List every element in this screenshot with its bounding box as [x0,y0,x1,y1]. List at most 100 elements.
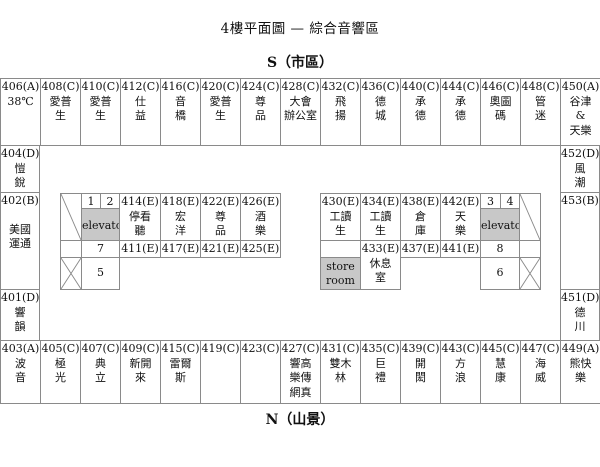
booth-425[interactable]: 425(E) [240,240,281,258]
booth-name: 奧圖 碼 [489,94,512,123]
booth-427[interactable]: 427(C)響高 樂傳 網真 [280,340,321,404]
booth-name: 波 音 [15,356,26,385]
south-label: S（市區） [266,55,334,71]
booth-id: 447(C) [521,342,560,355]
booth-name: 愛普 生 [89,94,112,123]
booth-446[interactable]: 446(C)奧圖 碼 [480,78,521,146]
booth-441[interactable]: 441(E) [440,240,481,258]
blank-cell [519,240,541,258]
booth-417[interactable]: 417(E) [160,240,201,258]
booth-416[interactable]: 416(C)音 橋 [160,78,201,146]
booth-408[interactable]: 408(C)愛普 生 [40,78,81,146]
booth-424[interactable]: 424(C)尊 品 [240,78,281,146]
booth-name: 承 德 [415,94,426,123]
booth-445[interactable]: 445(C)慧 康 [480,340,521,404]
booth-name: 典 立 [95,356,106,385]
booth-428[interactable]: 428(C)大會 辦公室 [280,78,321,146]
booth-name: 愛普 生 [209,94,232,123]
booth-450[interactable]: 450(A)谷津 & 天樂 [560,78,600,146]
booth-453[interactable]: 453(B) [560,192,600,290]
booth-448[interactable]: 448(C)管 迷 [520,78,561,146]
blocked-cell [60,193,82,241]
booth-440[interactable]: 440(C)承 德 [400,78,441,146]
elevator-right: elevator [480,208,520,241]
booth-name: 熊快 樂 [569,356,592,385]
booth-409[interactable]: 409(C)新開 來 [120,340,161,404]
booth-432[interactable]: 432(C)飛 揚 [320,78,361,146]
booth-id: 432(C) [321,80,360,93]
booth-402[interactable]: 402(B) 美國 運通 [0,192,40,290]
booth-id: 435(C) [361,342,400,355]
booth-410[interactable]: 410(C)愛普 生 [80,78,121,146]
booth-423[interactable]: 423(C) [240,340,281,404]
booth-name: 飛 揚 [335,94,346,123]
cell-5: 5 [81,257,120,290]
booth-id: 445(C) [481,342,520,355]
booth-419[interactable]: 419(C) [200,340,241,404]
booth-name: 方 浪 [455,356,466,385]
cell-6: 6 [480,257,520,290]
booth-id: 405(C) [41,342,80,355]
booth-421[interactable]: 421(E) [200,240,241,258]
booth-name: 管 迷 [535,94,546,123]
booth-403[interactable]: 403(A)波 音 [0,340,41,404]
booth-id: 423(C) [241,342,280,355]
booth-id: 412(C) [121,80,160,93]
booth-447[interactable]: 447(C)海 威 [520,340,561,404]
booth-name: 大會 辦公室 [284,94,317,123]
booth-415[interactable]: 415(C)雷爾 斯 [160,340,201,404]
booth-418[interactable]: 418(E) 宏 洋 [160,193,201,241]
booth-439[interactable]: 439(C)開 閎 [400,340,441,404]
booth-411[interactable]: 411(E) [119,240,161,258]
booth-id: 420(C) [201,80,240,93]
booth-id: 415(C) [161,342,200,355]
cell-2: 2 [100,193,120,209]
booth-438[interactable]: 438(E) 倉 庫 [400,193,441,241]
store-room: store room [320,257,361,290]
booth-443[interactable]: 443(C)方 浪 [440,340,481,404]
booth-430[interactable]: 430(E) 工讀 生 [320,193,361,241]
booth-435[interactable]: 435(C)巨 禮 [360,340,401,404]
booth-id: 427(C) [281,342,320,355]
booth-405[interactable]: 405(C)極 光 [40,340,81,404]
blank-cell [320,240,361,258]
booth-401[interactable]: 401(D) 響 韻 [0,289,40,341]
cell-4: 4 [500,193,520,209]
booth-451[interactable]: 451(D) 德 川 [560,289,600,341]
booth-442[interactable]: 442(E) 天 樂 [440,193,481,241]
booth-407[interactable]: 407(C)典 立 [80,340,121,404]
cell-7: 7 [81,240,120,258]
booth-431[interactable]: 431(C)雙木 林 [320,340,361,404]
north-label: N（山景） [265,412,335,428]
booth-437[interactable]: 437(E) [400,240,441,258]
booth-id: 450(A) [561,80,600,93]
booth-420[interactable]: 420(C)愛普 生 [200,78,241,146]
booth-name: 谷津 & 天樂 [569,94,592,137]
booth-444[interactable]: 444(C)承 德 [440,78,481,146]
booth-436[interactable]: 436(C)德 城 [360,78,401,146]
elevator-left: elevator [81,208,120,241]
booth-422[interactable]: 422(E) 尊 品 [200,193,241,241]
booth-412[interactable]: 412(C)仕 益 [120,78,161,146]
booth-id: 444(C) [441,80,480,93]
booth-449[interactable]: 449(A)熊快 樂 [560,340,600,404]
booth-id: 403(A) [1,342,40,355]
booth-id: 439(C) [401,342,440,355]
booth-404[interactable]: 404(D) 愷 銳 [0,145,40,193]
booth-426[interactable]: 426(E) 酒 樂 [240,193,281,241]
blocked-cell [519,193,541,241]
booth-452[interactable]: 452(D) 風 潮 [560,145,600,193]
booth-name: 愛普 生 [49,94,72,123]
cell-1: 1 [81,193,101,209]
blocked-cell [519,257,541,290]
booth-433[interactable]: 433(E) 休息 室 [360,240,401,290]
booth-id: 407(C) [81,342,120,355]
booth-id: 431(C) [321,342,360,355]
booth-name: 38℃ [7,94,34,108]
booth-id: 440(C) [401,80,440,93]
booth-414[interactable]: 414(E) 停看 聽 [119,193,161,241]
booth-id: 410(C) [81,80,120,93]
booth-406[interactable]: 406(A)38℃ [0,78,41,146]
booth-434[interactable]: 434(E) 工讀 生 [360,193,401,241]
